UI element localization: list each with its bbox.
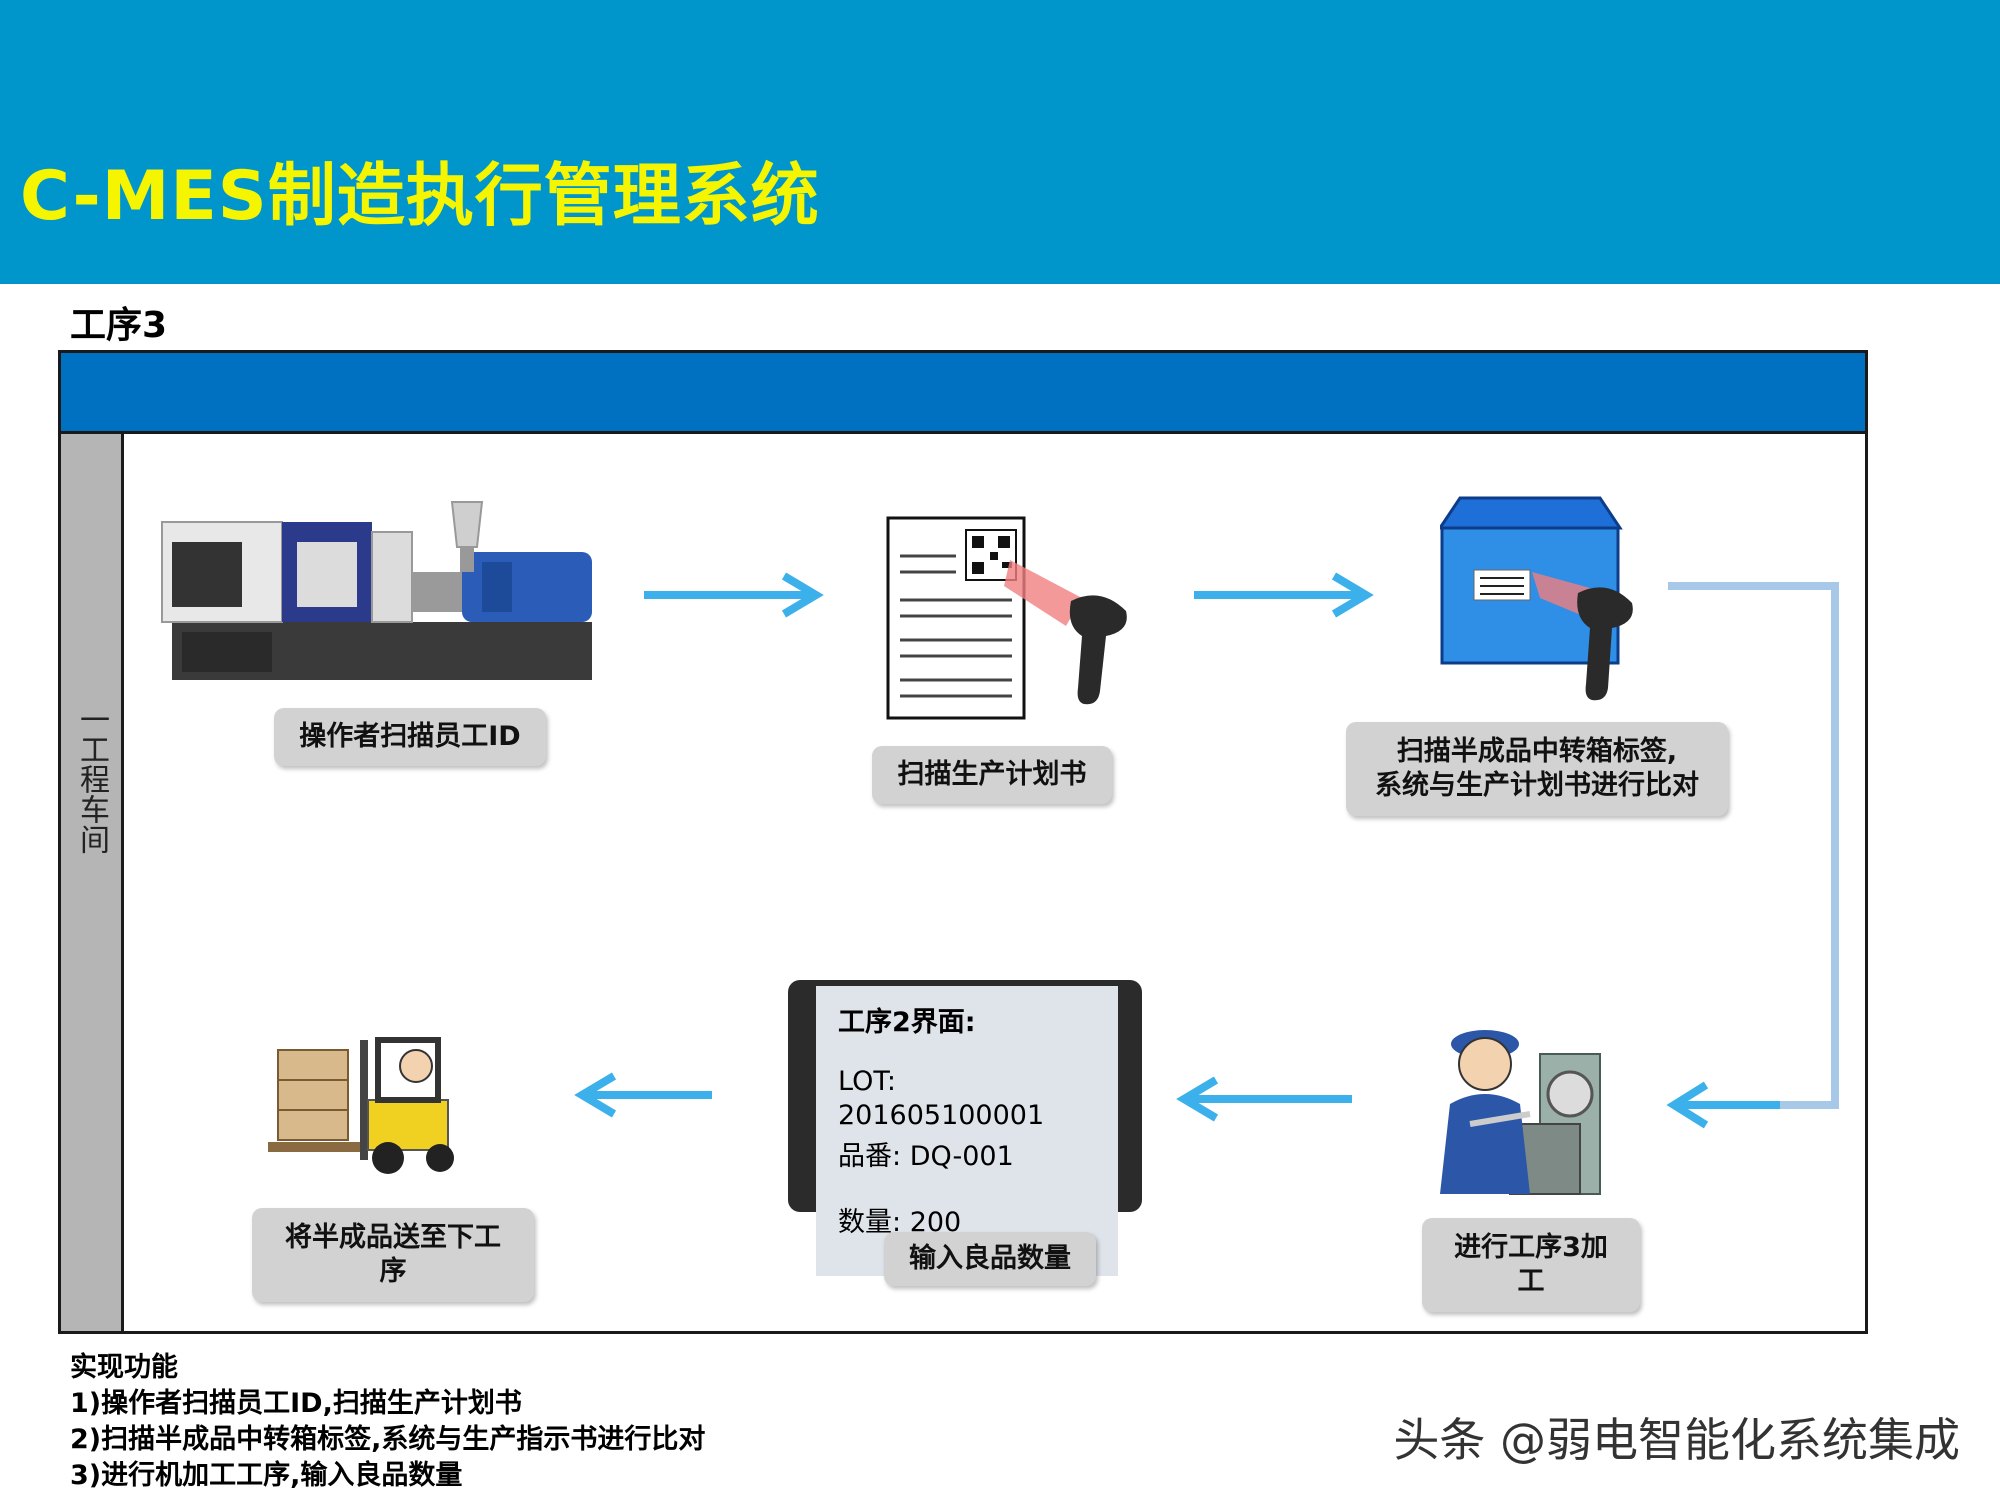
step-process-3: 进行工序3加 工: [1422, 1218, 1640, 1312]
production-plan-scan-icon: [886, 516, 1127, 720]
step-scan-transfer-box: 扫描半成品中转箱标签, 系统与生产计划书进行比对: [1346, 722, 1728, 816]
step-scan-production-plan: 扫描生产计划书: [872, 746, 1112, 804]
notes-item: 2)扫描半成品中转箱标签,系统与生产指示书进行比对: [70, 1424, 706, 1455]
notes-item: 3)进行机加工工序,输入良品数量: [70, 1460, 463, 1491]
lot-label: LOT:: [838, 1066, 896, 1097]
feature-notes: 实现功能 1)操作者扫描员工ID,扫描生产计划书 2)扫描半成品中转箱标签,系统…: [70, 1350, 705, 1494]
lane-label: 一工程车间: [74, 704, 109, 854]
part-label: 品番:: [838, 1141, 902, 1172]
step-label-text: 进行工序3加: [1454, 1232, 1608, 1263]
step-send-next: 将半成品送至下工 序: [252, 1208, 534, 1302]
step-label-text: 序: [379, 1256, 407, 1287]
connector-down-left: [1666, 582, 1839, 1129]
notes-item: 1)操作者扫描员工ID,扫描生产计划书: [70, 1388, 522, 1419]
notes-heading: 实现功能: [70, 1352, 178, 1383]
part-row: 品番: DQ-001: [838, 1134, 1014, 1173]
step-label-text: 输入良品数量: [909, 1243, 1071, 1274]
step-label-text: 扫描生产计划书: [897, 759, 1087, 790]
step-label-text: 操作者扫描员工ID: [299, 721, 521, 752]
injection-machine-icon: [161, 501, 592, 680]
screen-title: 工序2界面:: [838, 1007, 976, 1038]
arrow-left-1: [1176, 1076, 1352, 1122]
watermark: 头条 @弱电智能化系统集成: [1393, 1413, 1960, 1467]
step-label-text: 扫描半成品中转箱标签,: [1396, 736, 1678, 767]
frame-header-band: [61, 353, 1865, 434]
arrow-right-2: [1194, 572, 1374, 618]
forklift-icon: [268, 1037, 454, 1174]
header-bar: C-MES制造执行管理系统: [0, 0, 2000, 284]
lane-column: 一工程车间: [61, 434, 124, 1331]
part-value: DQ-001: [909, 1141, 1014, 1172]
step-label-text: 工: [1517, 1266, 1545, 1297]
lot-value: 201605100001: [838, 1100, 1045, 1131]
tablet-screen: 工序2界面: LOT: 201605100001 品番: DQ-001 数量: …: [816, 986, 1118, 1276]
worker-machining-icon: [1440, 1030, 1601, 1195]
step-title: 工序3: [70, 305, 168, 346]
arrow-right-1: [644, 572, 824, 618]
input-good-qty-button[interactable]: 输入良品数量: [884, 1232, 1096, 1286]
arrow-left-2: [574, 1072, 712, 1118]
transfer-box-scan-icon: [1440, 496, 1633, 701]
step-label-text: 系统与生产计划书进行比对: [1375, 770, 1699, 801]
step-label-text: 将半成品送至下工: [285, 1222, 501, 1253]
step-scan-employee-id: 操作者扫描员工ID: [274, 708, 546, 766]
page-title: C-MES制造执行管理系统: [20, 157, 820, 236]
